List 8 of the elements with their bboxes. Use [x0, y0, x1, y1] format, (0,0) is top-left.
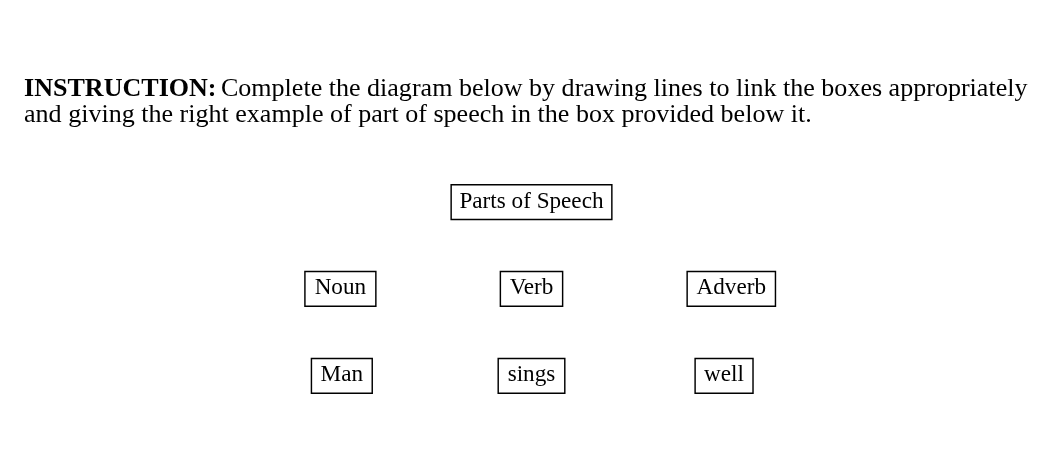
node-box: Man	[310, 357, 373, 394]
node-box: Noun	[304, 270, 377, 308]
node-box: Adverb	[686, 270, 777, 308]
node-box: Verb	[499, 270, 564, 308]
node-box: sings	[497, 357, 566, 394]
label: INSTRUCTION: Complete the diagram below by drawing lines to link the boxes appropriately and giving the right example of part of speech in the box provided below it.	[24, 72, 1028, 128]
node-box: Parts of Speech	[450, 184, 613, 221]
node-box: well	[694, 357, 754, 394]
